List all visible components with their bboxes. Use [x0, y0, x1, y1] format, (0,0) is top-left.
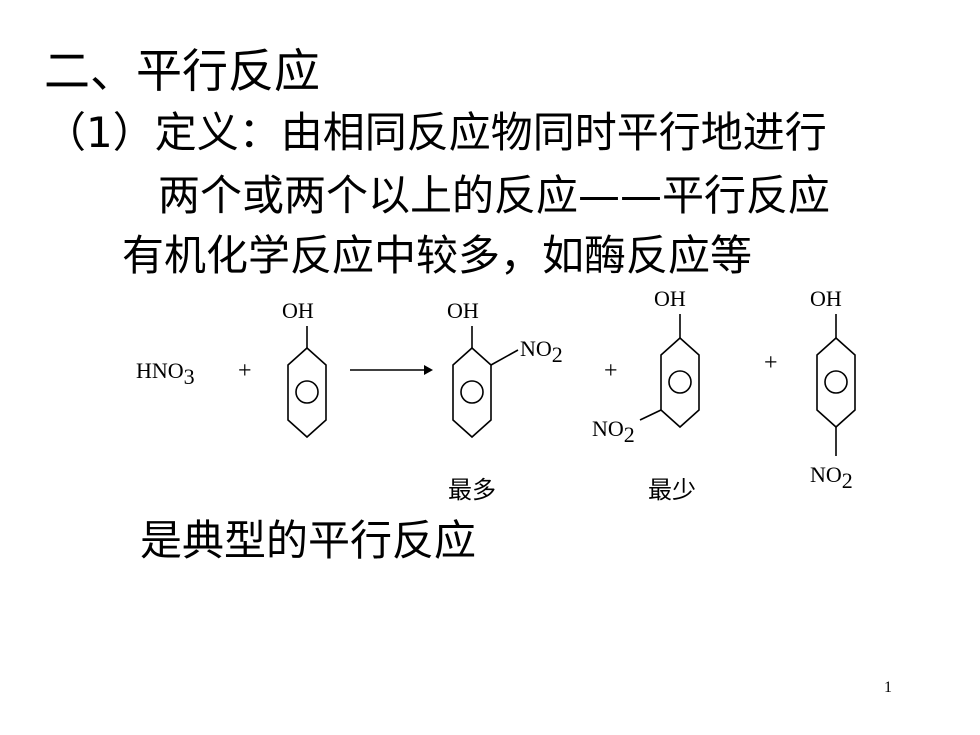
meta-yield-label: 最少 — [648, 476, 696, 504]
plus-sign-2: + — [604, 358, 618, 384]
conclusion-text: 是典型的平行反应 — [140, 516, 477, 565]
reaction-arrow — [350, 365, 433, 375]
example-note: 有机化学反应中较多，如酶反应等 — [122, 231, 753, 280]
ortho-oh-label: OH — [447, 298, 479, 323]
definition-line-2: 两个或两个以上的反应——平行反应 — [158, 171, 831, 220]
para-nitrophenol-structure: OH NO2 — [810, 286, 856, 493]
slide-title: 二、平行反应 — [44, 44, 320, 98]
meta-nitrophenol-structure: OH NO2 — [592, 286, 700, 447]
page-number: 1 — [884, 679, 892, 696]
phenol-structure: OH — [282, 298, 327, 439]
para-nitro-label: NO2 — [810, 462, 853, 493]
reactant-formula: HNO3 — [136, 358, 195, 389]
plus-sign-1: + — [238, 358, 252, 384]
definition-line-1: （1）定义：由相同反应物同时平行地进行 — [44, 108, 827, 157]
meta-oh-label: OH — [654, 286, 686, 311]
plus-sign-3: + — [764, 350, 778, 376]
para-oh-label: OH — [810, 286, 842, 311]
meta-nitro-label: NO2 — [592, 416, 635, 447]
ortho-yield-label: 最多 — [448, 476, 496, 504]
ortho-nitro-label: NO2 — [520, 336, 563, 367]
phenol-oh-label: OH — [282, 298, 314, 323]
ortho-nitrophenol-structure: OH NO2 — [447, 298, 563, 439]
